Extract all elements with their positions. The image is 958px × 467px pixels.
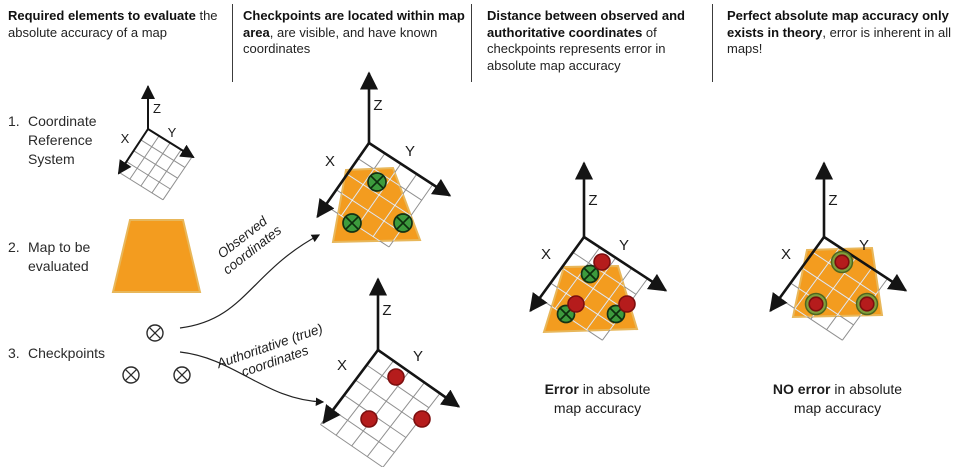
crs-y-label: Y (168, 125, 177, 140)
error-figure: Z X Y (529, 161, 668, 345)
x-axis (322, 348, 380, 425)
panel3-header-rest: of checkpoints represents error in absol… (487, 24, 666, 73)
crs-x-label: X (121, 131, 130, 146)
list-item-map-number: 2. (8, 239, 20, 255)
x-label: X (337, 357, 347, 374)
no-error-caption: NO error in absolute map accuracy (745, 380, 930, 418)
y-axis (367, 141, 452, 197)
authoritative-grid (321, 350, 441, 467)
panel2-header-bold: Checkpoints are located within map area (243, 8, 465, 40)
x-label: X (781, 246, 791, 263)
list-item-crs-label: Coordinate Reference System (28, 113, 97, 167)
y-label: Y (405, 143, 415, 160)
panel1-header: Required elements to evaluate the absolu… (8, 8, 230, 41)
flow-arrows-figure (179, 234, 325, 406)
list-item-crs-number: 1. (8, 113, 20, 129)
map-trapezoid-figure (111, 219, 202, 293)
list-item-map-label: Map to be evaluated (28, 239, 91, 274)
y-axis (376, 348, 461, 408)
panel3-header: Distance between observed and authoritat… (487, 8, 711, 74)
y-label: Y (413, 348, 423, 365)
header-divider-3 (712, 4, 713, 82)
crs-x-axis (117, 128, 149, 175)
z-label: Z (373, 97, 382, 114)
checkpoint-symbols (122, 324, 191, 384)
x-axis (769, 235, 826, 313)
authoritative-checkpoints (360, 368, 431, 428)
crs-z-label: Z (153, 101, 161, 116)
x-label: X (325, 153, 335, 170)
z-label: Z (382, 302, 391, 319)
panel1-header-bold: Required elements to evaluate (8, 8, 196, 23)
x-axis (316, 141, 371, 219)
error-caption-rest: in absolute (578, 381, 651, 397)
y-label: Y (619, 237, 629, 254)
panel4-header-bold: Perfect absolute map accuracy only exist… (727, 8, 949, 40)
observed-coordinates-figure: Z X Y (316, 71, 452, 255)
panel1-header-rest: the absolute accuracy of a map (8, 8, 218, 40)
header-divider-2 (471, 4, 472, 82)
x-axis (529, 235, 586, 313)
list-item-checkpoints-label: Checkpoints (28, 345, 106, 361)
map-shape (111, 219, 202, 293)
list-item-map: 2. Map to be evaluated (8, 238, 108, 276)
panel4-header: Perfect absolute map accuracy only exist… (727, 8, 953, 58)
crs-y-axis (147, 128, 195, 159)
no-error-caption-rest: in absolute (830, 381, 903, 397)
list-item-checkpoints-number: 3. (8, 345, 20, 361)
authoritative-arrow (179, 351, 325, 406)
no-error-figure: Z X Y (769, 161, 908, 345)
z-label: Z (828, 192, 837, 209)
authoritative-coordinates-figure: Z X Y (300, 277, 461, 467)
crs-axes-figure: Z X Y (95, 85, 210, 210)
header-divider-1 (232, 4, 233, 82)
error-caption-bold: Error (544, 381, 579, 397)
panel2-header-rest: , are visible, and have known coordinate… (243, 24, 438, 57)
y-axis (582, 235, 668, 292)
error-caption-line2: map accuracy (553, 400, 642, 416)
observed-checkpoints (342, 172, 413, 233)
no-error-caption-bold: NO error (772, 381, 831, 397)
error-checkpoint-pairs (556, 253, 636, 324)
list-item-checkpoints: 3. Checkpoints (8, 344, 138, 363)
crs-grid (119, 129, 192, 200)
observed-arrow (179, 234, 321, 329)
coincident-checkpoints (804, 250, 879, 316)
list-item-crs: 1. Coordinate Reference System (8, 112, 112, 169)
y-axis (822, 235, 908, 292)
x-label: X (541, 246, 551, 263)
y-label: Y (859, 237, 869, 254)
panel2-header: Checkpoints are located within map area,… (243, 8, 469, 58)
panel3-header-bold: Distance between observed and authoritat… (487, 8, 685, 40)
z-label: Z (588, 192, 597, 209)
error-caption: Error in absolute map accuracy (505, 380, 690, 418)
panel4-header-rest: , error is inherent in all maps! (727, 24, 951, 57)
no-error-caption-line2: map accuracy (793, 400, 882, 416)
checkpoint-symbols-figure (122, 324, 191, 384)
